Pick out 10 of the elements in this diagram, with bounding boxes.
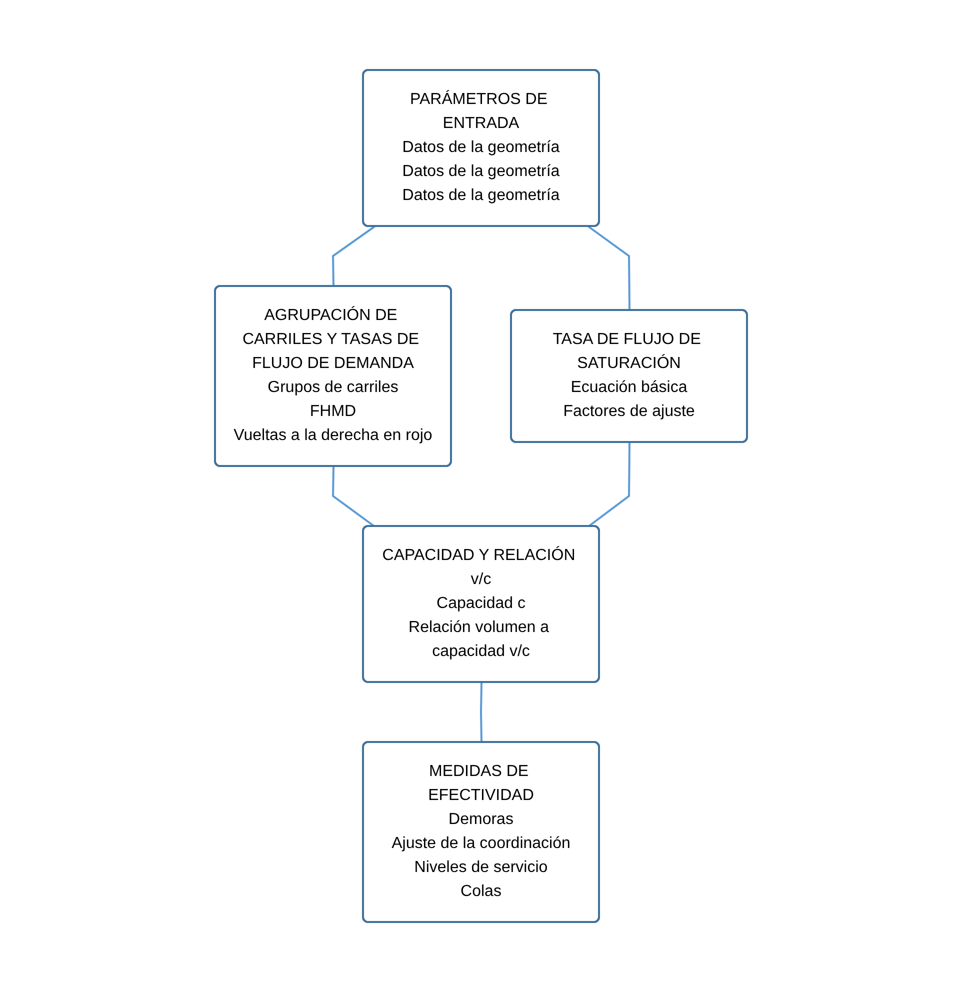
node-text: MEDIDAS DE EFECTIVIDAD Demoras Ajuste de la coordinación Niveles de servicio Colas bbox=[391, 763, 570, 900]
node-text: PARÁMETROS DE ENTRADA Datos de la geometría Datos de la geometría Datos de la geometría bbox=[402, 91, 560, 204]
connector bbox=[332, 226, 375, 287]
node-text: AGRUPACIÓN DE CARRILES Y TASAS DE FLUJO DE DEMANDA Grupos de carriles FHMD Vueltas a la derecha en rojo bbox=[233, 307, 432, 444]
connector bbox=[332, 466, 375, 528]
node-text: CAPACIDAD Y RELACIÓN v/c Capacidad c Relación volumen a capacidad v/c bbox=[382, 547, 575, 660]
connector bbox=[587, 442, 630, 528]
connector bbox=[480, 682, 482, 743]
connector bbox=[587, 226, 630, 311]
node-text: TASA DE FLUJO DE SATURACIÓN Ecuación básica Factores de ajuste bbox=[552, 331, 700, 420]
